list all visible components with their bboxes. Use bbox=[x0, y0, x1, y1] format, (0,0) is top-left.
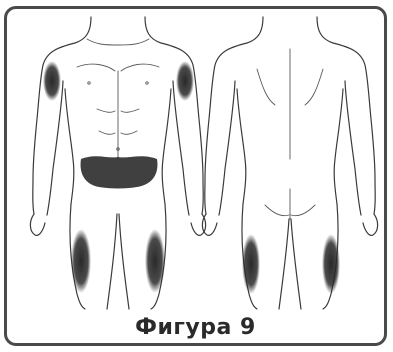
zone-abdomen bbox=[81, 156, 158, 188]
body-front-icon bbox=[30, 17, 205, 309]
zone-left-upper-arm bbox=[43, 61, 61, 101]
zone-back-left-thigh bbox=[242, 234, 260, 294]
figure-frame: Фигура 9 bbox=[4, 6, 387, 346]
zone-left-thigh bbox=[71, 229, 91, 293]
body-diagram bbox=[7, 9, 384, 343]
zone-right-upper-arm bbox=[176, 61, 194, 101]
figure-caption: Фигура 9 bbox=[7, 315, 384, 340]
body-back-icon bbox=[202, 17, 377, 309]
zone-back-right-thigh bbox=[322, 234, 340, 294]
zone-right-thigh bbox=[145, 229, 165, 293]
